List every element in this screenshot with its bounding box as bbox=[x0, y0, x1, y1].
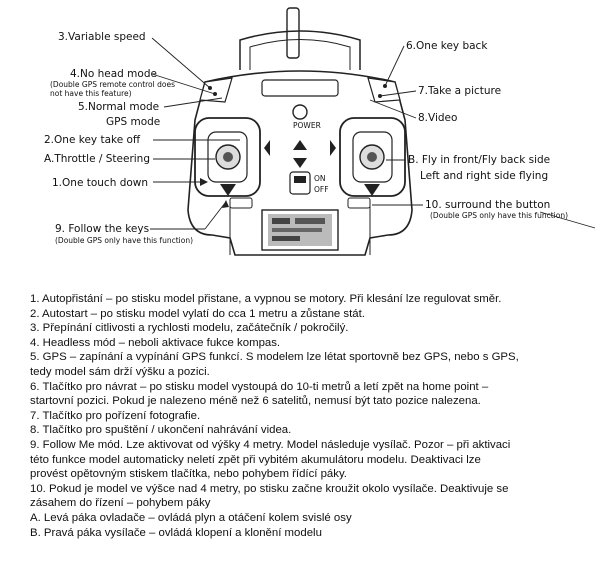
top-panel bbox=[261, 79, 339, 97]
label-gps-mode: GPS mode bbox=[106, 116, 160, 128]
on-label: ON bbox=[314, 174, 326, 183]
label-no-head-note-2: not have this feature) bbox=[50, 89, 132, 98]
legend-line: 5. GPS – zapínání a vypínání GPS funkcí.… bbox=[30, 351, 519, 364]
legend-line: 10. Pokud je model ve výšce nad 4 metry,… bbox=[30, 482, 509, 495]
label-follow-keys: 9. Follow the keys bbox=[55, 223, 149, 235]
trim-arrow-up-icon[interactable] bbox=[293, 140, 307, 150]
legend-line: tedy model sám drží výšku a pozici. bbox=[30, 365, 210, 378]
left-stick[interactable] bbox=[194, 117, 261, 197]
trim-arrow-right-icon[interactable] bbox=[330, 140, 336, 156]
legend-line: 8. Tlačítko pro spuštění / ukončení nahr… bbox=[30, 424, 292, 437]
top-handle bbox=[239, 30, 361, 70]
label-one-key-take-off: 2.One key take off bbox=[44, 134, 141, 146]
legend-line: B. Pravá páka vysílače – ovládá klopení … bbox=[30, 526, 322, 539]
trim-arrow-left-icon[interactable] bbox=[264, 140, 270, 156]
legend-line: 9. Follow Me mód. Lze aktivovat od výšky… bbox=[30, 438, 511, 451]
off-label: OFF bbox=[314, 185, 329, 194]
legend-line: zásahem do řízení – pohybem páky bbox=[30, 497, 211, 510]
surround-button[interactable] bbox=[347, 197, 371, 209]
legend-line: 1. Autopřistání – po stisku model přista… bbox=[30, 293, 502, 305]
remote-control-diagram: POWER ON OFF 3.Variable speed 4.No head … bbox=[44, 7, 596, 256]
power-indicator bbox=[292, 104, 308, 120]
legend-line: 2. Autostart – po stisku model vylatí do… bbox=[30, 307, 365, 320]
label-throttle-steering: A.Throttle / Steering bbox=[44, 153, 150, 165]
label-video: 8.Video bbox=[418, 112, 457, 124]
legend-line: 4. Headless mód – neboli aktivace fukce … bbox=[30, 336, 281, 349]
trim-arrow-down-right-icon[interactable] bbox=[364, 184, 380, 196]
label-fly-front-back: B. Fly in front/Fly back side bbox=[408, 154, 550, 166]
label-left-right: Left and right side flying bbox=[420, 170, 548, 182]
trim-arrow-down-icon[interactable] bbox=[293, 158, 307, 168]
legend-line: 7. Tlačítko pro pořízení fotografie. bbox=[30, 409, 201, 422]
legend-line: 6. Tlačítko pro návrat – po stisku model… bbox=[30, 380, 489, 393]
legend-line: této funkce model automaticky neletí zpě… bbox=[30, 453, 481, 466]
label-one-key-back: 6.One key back bbox=[406, 40, 488, 52]
label-normal-mode: 5.Normal mode bbox=[78, 101, 159, 113]
label-no-head-note-1: (Double GPS remote control does bbox=[50, 80, 175, 89]
follow-button[interactable] bbox=[229, 197, 253, 209]
label-one-touch-down: 1.One touch down bbox=[52, 177, 148, 189]
left-shoulder-buttons bbox=[199, 77, 233, 103]
label-surround-note: (Double GPS only have this function) bbox=[430, 211, 568, 220]
antenna bbox=[286, 7, 300, 59]
legend-line: startovní pozici. Pokud je nalezeno méně… bbox=[30, 395, 481, 408]
legend-list: 1. Autopřistání – po stisku model přista… bbox=[30, 292, 590, 540]
legend-line: A. Levá páka ovladače – ovládá plyn a ot… bbox=[30, 511, 352, 524]
label-surround: 10. surround the button bbox=[425, 199, 550, 211]
power-label: POWER bbox=[293, 121, 321, 130]
label-take-picture: 7.Take a picture bbox=[418, 85, 501, 97]
legend-line: provést opětovným stiskem tlačítka, nebo… bbox=[30, 468, 347, 481]
label-no-head-mode: 4.No head mode bbox=[70, 68, 157, 80]
trim-arrow-down-left-icon[interactable] bbox=[220, 184, 236, 196]
right-stick[interactable] bbox=[339, 117, 406, 197]
label-follow-keys-note: (Double GPS only have this function) bbox=[55, 236, 193, 245]
label-variable-speed: 3.Variable speed bbox=[58, 31, 146, 43]
legend-line: 3. Přepínání citlivosti a rychlosti mode… bbox=[30, 322, 349, 335]
